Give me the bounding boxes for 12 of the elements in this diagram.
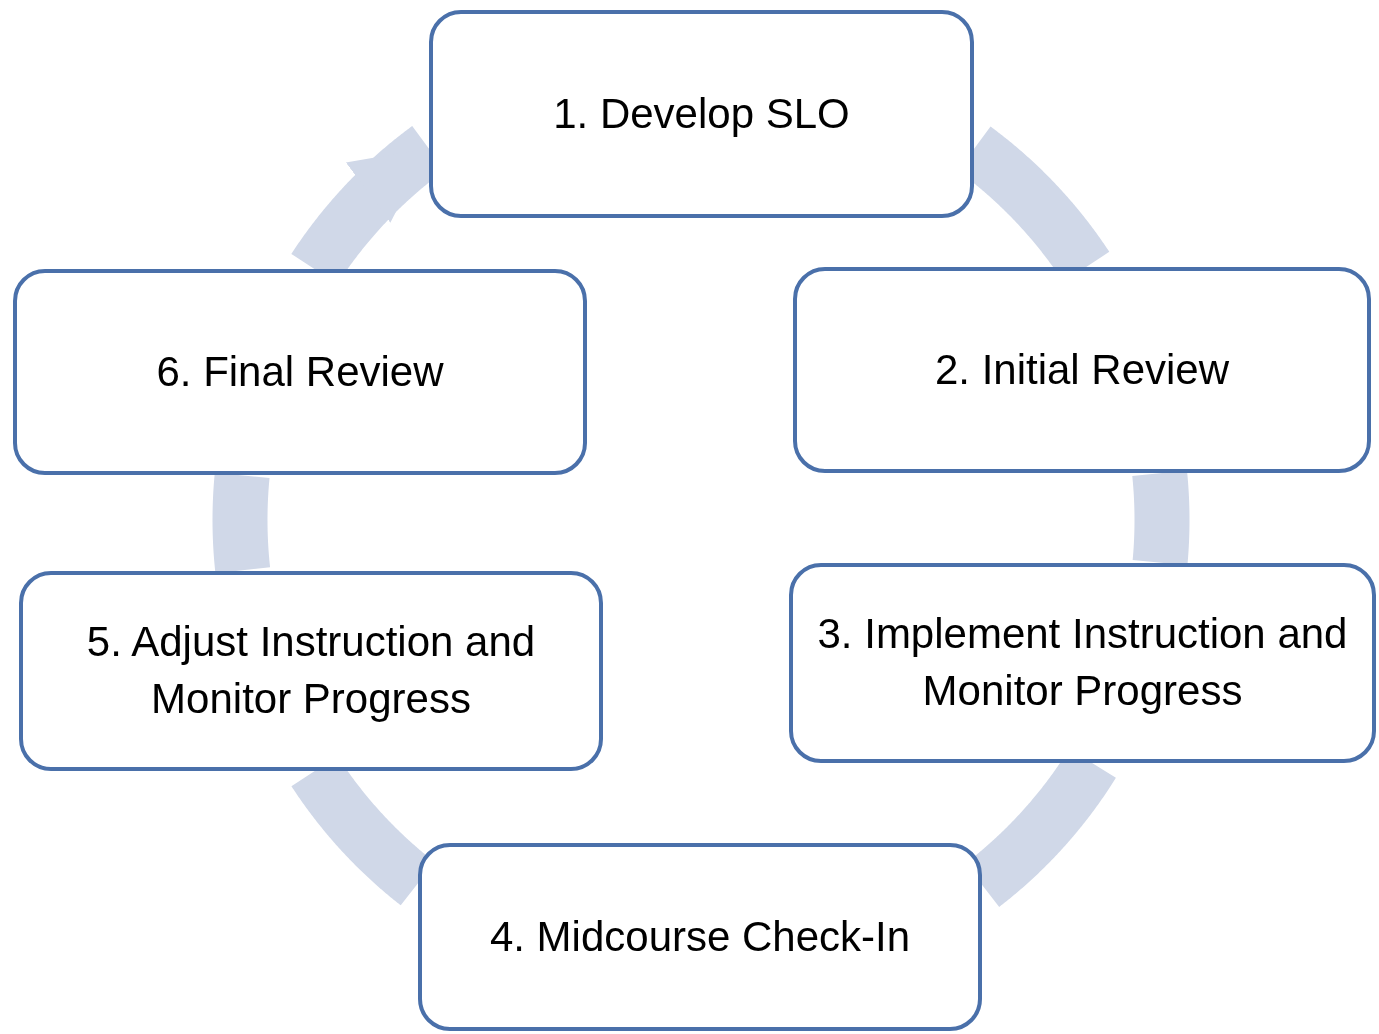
process-box bbox=[418, 843, 982, 1031]
step-label: 5. Adjust Instruction and Monitor Progress bbox=[85, 617, 537, 724]
process-box bbox=[789, 563, 1376, 763]
process-box bbox=[429, 10, 974, 218]
step-label: 1. Develop SLO bbox=[553, 88, 850, 139]
step-label: 4. Midcourse Check-In bbox=[489, 911, 911, 962]
process-box bbox=[13, 269, 587, 475]
process-box bbox=[793, 267, 1371, 473]
step-label: 3. Implement Instruction and Monitor Progress bbox=[816, 609, 1349, 716]
step-label: 2. Initial Review bbox=[934, 344, 1230, 395]
step-label: 6. Final Review bbox=[156, 346, 444, 397]
process-box bbox=[19, 571, 603, 771]
